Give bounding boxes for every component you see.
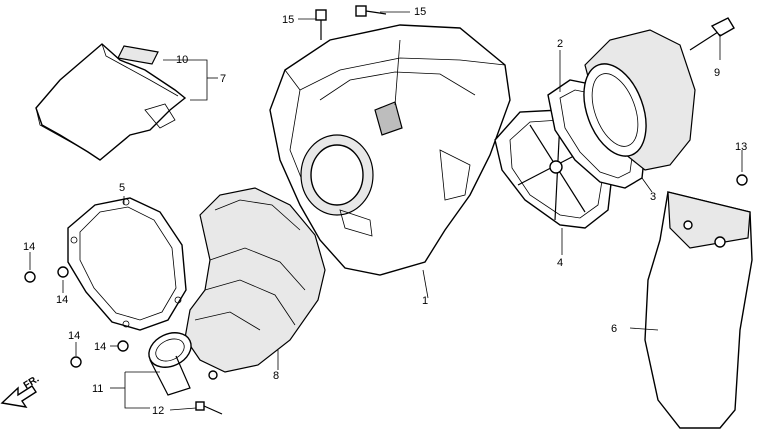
nut-13 [736,174,748,186]
callout-8: 8 [273,370,279,382]
air-cleaner-case-part [269,24,511,276]
callout-7: 7 [220,73,226,85]
callout-6: 6 [611,323,617,335]
cover-plate-part [35,43,187,161]
callout-labels: 1 2 3 4 5 6 7 8 9 10 11 12 13 14 14 14 1… [23,6,747,417]
callout-14d: 14 [94,341,106,353]
callout-5: 5 [119,182,125,194]
callout-2: 2 [557,38,563,50]
callout-14c: 14 [68,330,80,342]
nut-14c [70,356,82,368]
gasket-part [67,197,187,331]
callout-10: 10 [176,54,188,66]
bolt-15a [315,9,327,40]
callout-15a: 15 [282,14,294,26]
callout-14a: 14 [23,241,35,253]
foam-element-part [583,29,696,171]
intake-boot-part [148,187,326,396]
bolt-15b [355,5,387,17]
callout-1: 1 [422,295,428,307]
leader-lines [29,11,743,411]
callout-11: 11 [92,383,103,395]
wing-bolt-part [689,17,735,51]
callout-4: 4 [557,257,563,269]
callout-14b: 14 [56,294,68,306]
callout-13: 13 [735,141,747,153]
side-cover-part [644,191,753,429]
callout-3: 3 [650,191,656,203]
callout-12: 12 [152,405,164,417]
callout-9: 9 [714,67,720,79]
nut-14d [117,340,129,352]
front-direction-marker: FR. [0,374,42,408]
nut-14a [24,271,36,283]
nut-14b [57,266,69,278]
screw-12 [195,401,223,415]
callout-15b: 15 [414,6,426,18]
front-direction-label: FR. [22,374,42,392]
